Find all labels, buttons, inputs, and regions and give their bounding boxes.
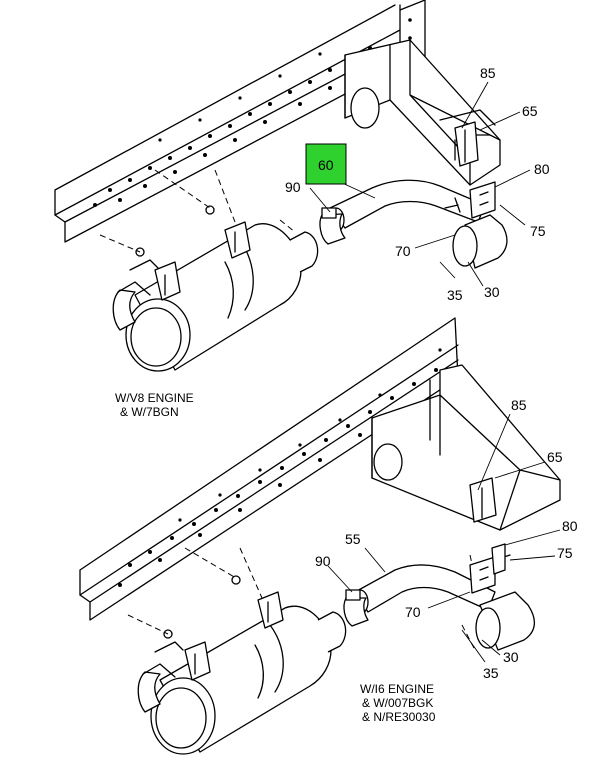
top-callout-65[interactable]: 65 bbox=[522, 103, 538, 119]
top-engine-note-line1: W/V8 ENGINE bbox=[115, 391, 194, 405]
top-callout-90[interactable]: 90 bbox=[285, 179, 301, 195]
bottom-callout-55[interactable]: 55 bbox=[345, 531, 361, 547]
bottom-callout-70[interactable]: 70 bbox=[405, 604, 421, 620]
bottom-muffler bbox=[137, 575, 347, 755]
bottom-callout-75[interactable]: 75 bbox=[557, 545, 573, 561]
top-box-bracket bbox=[344, 39, 501, 186]
top-callout-35[interactable]: 35 bbox=[447, 287, 463, 303]
top-leaders bbox=[309, 81, 531, 287]
bottom-callout-65[interactable]: 65 bbox=[547, 449, 563, 465]
top-callout-60[interactable]: 60 bbox=[318, 157, 334, 173]
top-callout-30[interactable]: 30 bbox=[484, 284, 500, 300]
top-callout-85[interactable]: 85 bbox=[480, 65, 496, 81]
top-muffler bbox=[112, 205, 319, 372]
bottom-callout-85[interactable]: 85 bbox=[511, 397, 527, 413]
top-callout-75[interactable]: 75 bbox=[530, 223, 546, 239]
top-dashed-leaders bbox=[99, 169, 296, 253]
top-frame-rail bbox=[54, 0, 426, 243]
bottom-callout-30[interactable]: 30 bbox=[503, 649, 519, 665]
bottom-engine-note-line2: & W/007BGK bbox=[362, 696, 433, 710]
top-callout-80[interactable]: 80 bbox=[534, 161, 550, 177]
bottom-callout-35[interactable]: 35 bbox=[483, 665, 499, 681]
bottom-box-bracket bbox=[371, 364, 561, 531]
bottom-assembly: 85 65 55 80 90 75 70 30 35 W/I6 ENGINE &… bbox=[79, 317, 578, 755]
top-assembly: 60 85 65 80 90 75 70 35 30 W/V8 ENGINE &… bbox=[54, 0, 550, 419]
bottom-callout-90[interactable]: 90 bbox=[315, 553, 331, 569]
top-callout-70[interactable]: 70 bbox=[395, 243, 411, 259]
bottom-engine-note-line3: & N/RE30030 bbox=[362, 710, 436, 724]
top-engine-note-line2: & W/7BGN bbox=[120, 405, 179, 419]
top-callout-60-highlight[interactable] bbox=[305, 143, 347, 185]
bottom-callout-80[interactable]: 80 bbox=[562, 518, 578, 534]
top-pipe-60 bbox=[319, 179, 508, 269]
bottom-leaders bbox=[327, 413, 561, 663]
bottom-pipe-55 bbox=[343, 543, 535, 651]
bottom-engine-note-line1: W/I6 ENGINE bbox=[360, 682, 434, 696]
